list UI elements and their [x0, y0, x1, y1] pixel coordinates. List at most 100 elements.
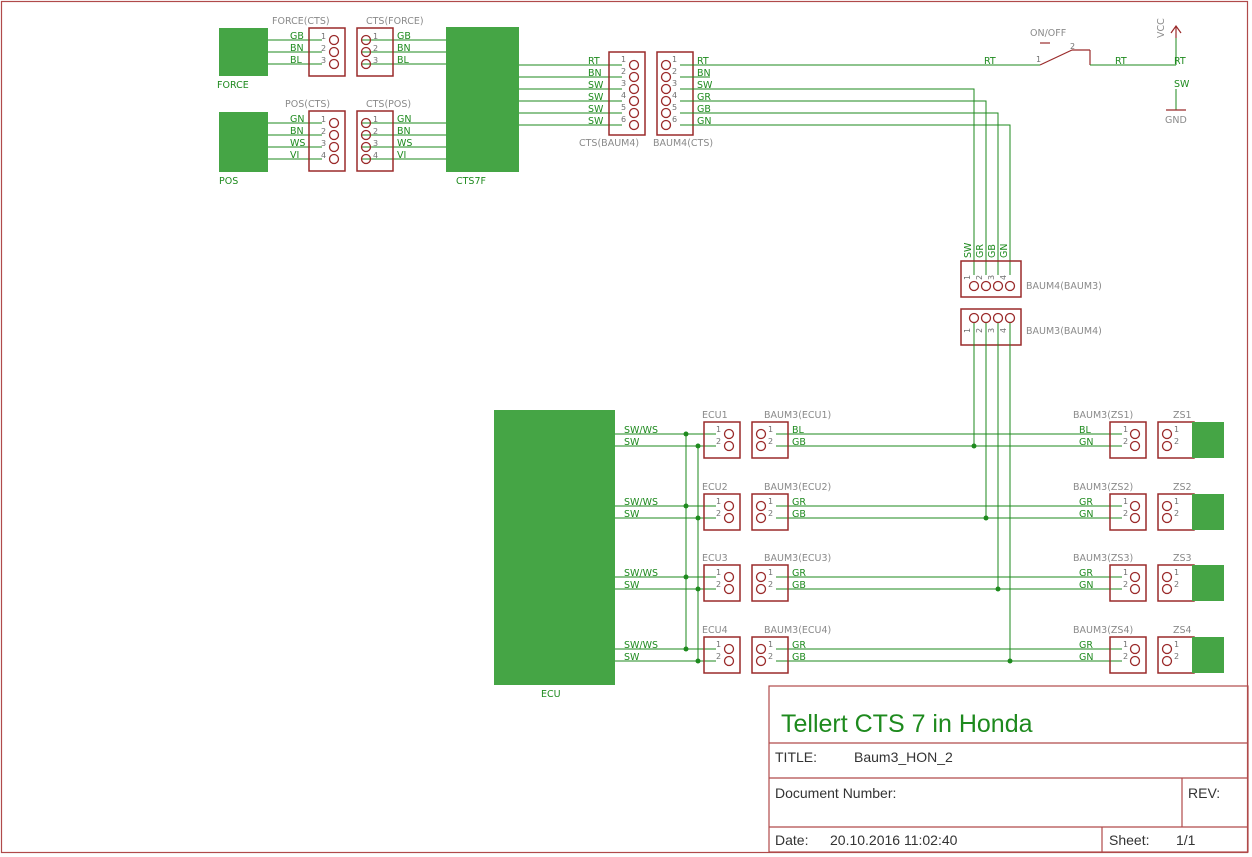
ecu-row-3-right-a: GR — [1079, 568, 1093, 579]
ecu-row-1-harness[interactable] — [751, 421, 789, 459]
force-wire-3: BL — [290, 55, 303, 66]
svg-text:6: 6 — [621, 115, 626, 124]
svg-text:3: 3 — [373, 56, 378, 65]
ecu-row-2-net-b: SW — [624, 509, 640, 520]
ecu-row-3-zs-label: ZS3 — [1173, 553, 1192, 564]
ecu-row-2-left-b: GB — [792, 509, 806, 520]
svg-text:4: 4 — [373, 151, 378, 160]
ecu-row-1-left-a: BL — [792, 425, 805, 436]
svg-text:2: 2 — [1174, 652, 1179, 661]
force-cts-label: FORCE(CTS) — [272, 16, 330, 27]
vcc-label: VCC — [1156, 18, 1167, 38]
power-net-rt-2: RT — [1115, 56, 1127, 67]
ecu-row-4-net-a: SW/WS — [624, 640, 658, 651]
svg-text:2: 2 — [975, 328, 984, 333]
date-value: 20.10.2016 11:02:40 — [830, 832, 958, 848]
baum3-baum4-connector[interactable] — [960, 308, 1022, 346]
svg-text:4: 4 — [999, 275, 1008, 280]
ecu-row-1-left-b: GB — [792, 437, 806, 448]
cts-force-wire-2: BN — [397, 43, 411, 54]
svg-text:3: 3 — [987, 275, 996, 280]
pos-component[interactable] — [219, 112, 268, 172]
baum4-bus-wire-4: GR — [697, 92, 711, 103]
svg-text:1: 1 — [1174, 640, 1179, 649]
svg-text:1: 1 — [1174, 568, 1179, 577]
svg-text:1: 1 — [768, 425, 773, 434]
ecu-row-1-zs-harness[interactable] — [1109, 421, 1147, 459]
onoff-pin-2: 2 — [1070, 42, 1075, 51]
ecu-row-2-harness[interactable] — [751, 493, 789, 531]
ecu-component[interactable] — [494, 410, 615, 685]
force-component[interactable] — [219, 28, 268, 76]
baum4-baum3-pin-numbers: 1 2 3 4 — [963, 275, 1008, 280]
svg-text:1: 1 — [321, 115, 326, 124]
svg-text:2: 2 — [373, 44, 378, 53]
baum4-baum3-pins — [968, 280, 1016, 292]
svg-text:1: 1 — [1174, 497, 1179, 506]
svg-text:2: 2 — [716, 652, 721, 661]
pos-wire-3: WS — [290, 138, 305, 149]
cts-pos-wire-1: GN — [397, 114, 411, 125]
docnum-label: Document Number: — [775, 785, 896, 801]
baum4-baum3-connector[interactable] — [960, 260, 1022, 298]
baum4-bus-wire-1: RT — [697, 56, 709, 67]
cts-bus-wire-1: RT — [588, 56, 600, 67]
svg-text:2: 2 — [768, 652, 773, 661]
baum3-baum4-pin-numbers: 1 2 3 4 — [963, 328, 1008, 333]
force-cts-pin-numbers: 123 — [321, 32, 326, 65]
onoff-switch[interactable] — [1039, 42, 1091, 66]
ecu-row-2-right-b: GN — [1079, 509, 1093, 520]
svg-text:2: 2 — [716, 580, 721, 589]
ecu-row-4-conn[interactable] — [703, 636, 741, 674]
ecu-row-1-zs-module[interactable] — [1192, 422, 1224, 458]
date-label: Date: — [775, 832, 808, 848]
svg-text:2: 2 — [1123, 580, 1128, 589]
ecu-row-3-left-a: GR — [792, 568, 806, 579]
ecu-row-1-conn[interactable] — [703, 421, 741, 459]
vcc-arrow-icon — [1170, 24, 1182, 38]
baum3-baum4-pins — [968, 312, 1016, 324]
cts-pos-connector[interactable] — [356, 110, 394, 172]
baum3-vertical-wires — [973, 323, 1011, 661]
svg-text:1: 1 — [1123, 425, 1128, 434]
cts-force-connector[interactable] — [356, 27, 394, 77]
ecu-row-4-zs-harness[interactable] — [1109, 636, 1147, 674]
svg-text:2: 2 — [716, 437, 721, 446]
cts-bus-wire-6: SW — [588, 116, 604, 127]
ecu-row-3-zs-harness[interactable] — [1109, 564, 1147, 602]
ecu-row-2-zs-harness[interactable] — [1109, 493, 1147, 531]
force-cts-connector[interactable] — [308, 27, 346, 77]
ecu-row-3-zs-module[interactable] — [1192, 565, 1224, 601]
ecu-row-4-zs-module[interactable] — [1192, 637, 1224, 673]
cts-baum4-connector[interactable] — [608, 51, 646, 136]
ecu-row-4-zs-label: ZS4 — [1173, 625, 1192, 636]
cts-pos-wire-3: WS — [397, 138, 412, 149]
ecu-row-2-net-a: SW/WS — [624, 497, 658, 508]
baum4-bus-wire-3: SW — [697, 80, 713, 91]
ecu-row-2-harness-label: BAUM3(ECU2) — [764, 482, 831, 493]
cts-baum4-label: CTS(BAUM4) — [579, 138, 639, 149]
ecu-row-3-harness[interactable] — [751, 564, 789, 602]
rev-label: REV: — [1188, 785, 1220, 801]
pos-cts-pins — [328, 117, 340, 165]
ecu-row-4-harness[interactable] — [751, 636, 789, 674]
cts-baum4-pins — [628, 59, 640, 131]
svg-text:3: 3 — [321, 56, 326, 65]
ecu-row-1-net-b: SW — [624, 437, 640, 448]
cts7f-component[interactable] — [446, 27, 519, 172]
pos-cts-label: POS(CTS) — [285, 99, 330, 110]
pos-cts-connector[interactable] — [308, 110, 346, 172]
ecu-row-2-conn[interactable] — [703, 493, 741, 531]
baum4-bus-wires — [680, 64, 1040, 275]
svg-text:1: 1 — [963, 275, 972, 280]
ecu-row-3-conn[interactable] — [703, 564, 741, 602]
cts7f-label: CTS7F — [456, 176, 486, 187]
ecu-row-2-zs-module[interactable] — [1192, 494, 1224, 530]
pos-wire-1: GN — [290, 114, 304, 125]
power-wires — [1090, 36, 1177, 110]
ecu-row-4-net-b: SW — [624, 652, 640, 663]
svg-text:1: 1 — [1123, 568, 1128, 577]
baum4-cts-connector[interactable] — [656, 51, 694, 136]
